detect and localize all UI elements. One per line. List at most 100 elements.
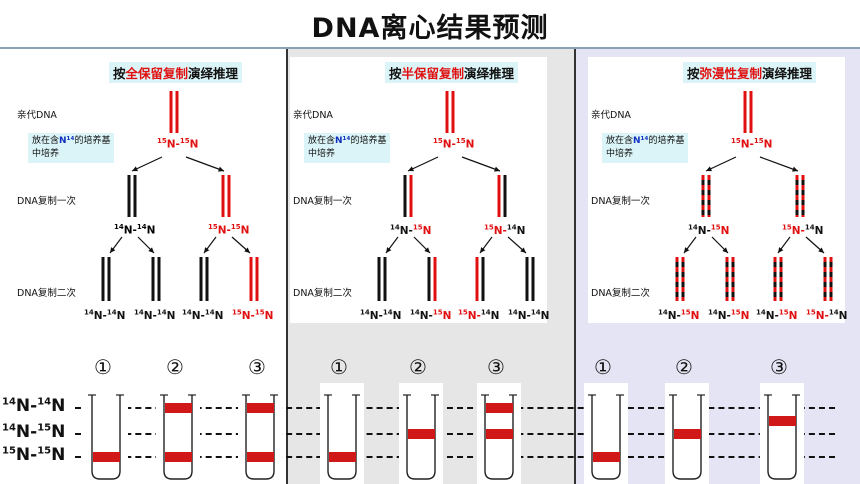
- gen2-dna-label: 14N-14N: [84, 308, 126, 322]
- arrow: [777, 236, 791, 254]
- dna-gen1-2: [221, 175, 231, 217]
- dna-band: [165, 452, 192, 462]
- tube-number: ③: [770, 355, 788, 379]
- gen1-label: DNA复制一次: [17, 196, 76, 207]
- centrifuge-tube-7: [584, 383, 628, 484]
- density-line-14N-15N: [75, 433, 835, 435]
- gen1-dna-label: 15N-14N: [782, 223, 824, 237]
- dna-band: [165, 403, 192, 413]
- note-text: 中培养: [308, 149, 336, 159]
- header-suffix: 演绎推理: [762, 66, 813, 81]
- note-text: 放在含: [308, 136, 336, 146]
- note-text: 的培养基: [74, 136, 111, 146]
- gen1-label: DNA复制一次: [293, 196, 352, 207]
- dna-gen2-4: [249, 257, 259, 301]
- dna-band: [247, 403, 274, 413]
- tube-outline: [481, 394, 517, 480]
- gen2-label: DNA复制二次: [293, 288, 352, 299]
- dna-band: [93, 452, 120, 462]
- arrow: [461, 156, 501, 172]
- dna-band: [247, 452, 274, 462]
- arrow: [711, 236, 729, 254]
- dna-gen2-2: [725, 257, 735, 301]
- density-line-15N-15N: [75, 456, 835, 458]
- culture-note: 放在含N¹⁴的培养基中培养: [28, 133, 115, 163]
- tube-outline: [669, 394, 705, 480]
- gen1-dna-label: 14N-14N: [114, 223, 156, 237]
- gen1-dna-label: 15N-14N: [484, 223, 526, 237]
- replication-tree: [675, 91, 833, 301]
- dna-gen2-1: [377, 257, 387, 301]
- parent-dna-label: 15N-15N: [731, 137, 773, 151]
- gen1-label: DNA复制一次: [591, 196, 650, 207]
- gen2-dna-label: 15N-15N: [232, 308, 274, 322]
- header-prefix: 按: [687, 66, 700, 81]
- centrifuge-tube-5: [399, 383, 443, 484]
- tube-number: ③: [487, 355, 505, 379]
- dna-gen2-3: [199, 257, 209, 301]
- culture-note: 放在含N¹⁴的培养基中培养: [602, 133, 689, 163]
- dna-gen2-1: [101, 257, 111, 301]
- tube-outline: [764, 394, 800, 480]
- arrow: [759, 156, 799, 172]
- gen2-dna-label: 14N-15N: [410, 308, 452, 322]
- note-text: 中培养: [606, 149, 634, 159]
- arrow: [203, 236, 217, 254]
- parent-label: 亲代DNA: [591, 110, 631, 121]
- gen1-dna-label: 14N-15N: [688, 223, 730, 237]
- gen2-label: DNA复制二次: [17, 288, 76, 299]
- arrow: [137, 236, 155, 254]
- gen2-dna-label: 14N-14N: [508, 308, 550, 322]
- gen2-dna-label: 14N-14N: [360, 308, 402, 322]
- centrifuge-tube-8: [665, 383, 709, 484]
- note-text: 放在含: [32, 136, 60, 146]
- tube-outline: [403, 394, 439, 480]
- dna-gen2-2: [427, 257, 437, 301]
- parent-dna-label: 15N-15N: [433, 137, 475, 151]
- arrow: [407, 156, 439, 172]
- note-text: 中培养: [32, 149, 60, 159]
- gen2-dna-label: 14N-14N: [182, 308, 224, 322]
- dna-band: [408, 429, 435, 439]
- replication-tree: [101, 91, 259, 301]
- arrow: [413, 236, 431, 254]
- gen2-label: DNA复制二次: [591, 288, 650, 299]
- tube-number: ①: [594, 355, 612, 379]
- tube-number: ①: [330, 355, 348, 379]
- centrifuge-tube-9: [760, 383, 804, 484]
- note-isotope: N¹⁴: [633, 136, 649, 146]
- dna-gen1-1: [403, 175, 413, 217]
- arrow: [385, 236, 399, 254]
- parent-dna-label: 15N-15N: [157, 137, 199, 151]
- header-suffix: 演绎推理: [464, 66, 515, 81]
- dna-gen2-3: [773, 257, 783, 301]
- arrow: [131, 156, 163, 172]
- dna-gen2-3: [475, 257, 485, 301]
- centrifuge-tube-4: [320, 383, 364, 484]
- gen1-dna-label: 14N-15N: [390, 223, 432, 237]
- dna-band: [769, 416, 796, 426]
- arrow: [185, 156, 225, 172]
- note-isotope: N¹⁴: [335, 136, 351, 146]
- gen2-dna-label: 14N-15N: [756, 308, 798, 322]
- header-prefix: 按: [389, 66, 402, 81]
- tube-outline: [160, 394, 196, 480]
- dna-parent: [743, 91, 753, 133]
- density-line-14N-14N: [75, 407, 835, 409]
- tube-outline: [324, 394, 360, 480]
- arrow: [705, 156, 737, 172]
- dna-gen2-1: [675, 257, 685, 301]
- dna-gen1-2: [497, 175, 507, 217]
- header-method: 弥漫性复制: [699, 66, 763, 81]
- arrow: [109, 236, 123, 254]
- dna-gen2-4: [525, 257, 535, 301]
- gen1-dna-label: 15N-15N: [208, 223, 250, 237]
- note-text: 放在含: [606, 136, 634, 146]
- dna-band: [329, 452, 356, 462]
- arrow: [479, 236, 493, 254]
- tube-number: ①: [94, 355, 112, 379]
- tube-outline: [242, 394, 278, 480]
- tube-number: ②: [675, 355, 693, 379]
- card-header: 按弥漫性复制演绎推理: [683, 62, 817, 83]
